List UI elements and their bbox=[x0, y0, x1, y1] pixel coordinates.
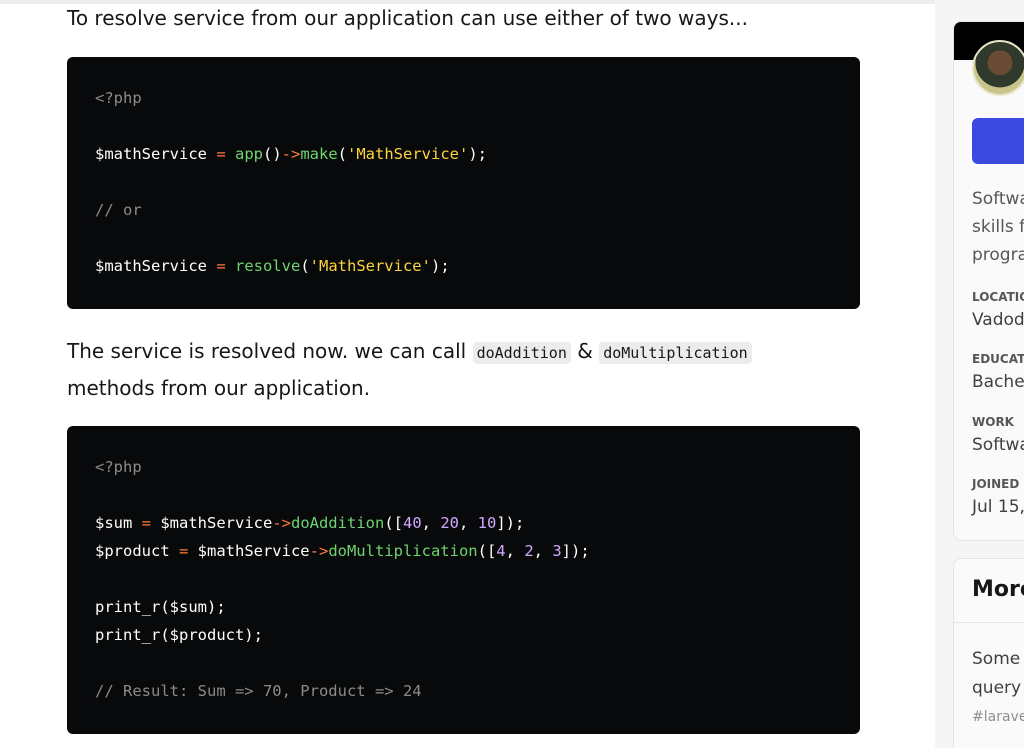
code-token: 10 bbox=[477, 514, 497, 532]
code-line: print_r($sum); bbox=[95, 593, 832, 621]
author-bio: Softwa skills fo progra bbox=[972, 189, 1024, 265]
code-token: 40 bbox=[402, 514, 422, 532]
code-line: $mathService = resolve('MathService'); bbox=[95, 252, 832, 280]
code-token: $mathService bbox=[95, 145, 207, 163]
code-token: print_r($product); bbox=[95, 626, 263, 644]
code-token: ); bbox=[430, 257, 450, 275]
code-line: <?php bbox=[95, 84, 832, 112]
code-token: // Result: Sum => 70, Product => 24 bbox=[95, 682, 422, 700]
code-token: ( bbox=[337, 145, 347, 163]
code-token: ]); bbox=[561, 542, 590, 560]
code-token: app bbox=[234, 145, 263, 163]
code-token: 20 bbox=[440, 514, 459, 532]
code-token: <?php bbox=[95, 458, 142, 476]
code-token: make bbox=[300, 145, 338, 163]
code-line: <?php bbox=[95, 453, 832, 481]
code-token: 'MathService' bbox=[309, 257, 431, 275]
code-token: $mathService bbox=[95, 257, 207, 275]
more-title: More bbox=[972, 577, 1024, 602]
code-token: = bbox=[206, 257, 235, 275]
follow-button[interactable] bbox=[972, 118, 1024, 164]
code-token: $product bbox=[95, 542, 170, 560]
avatar[interactable] bbox=[972, 40, 1024, 96]
code-token: , bbox=[459, 514, 478, 532]
code-token: 4 bbox=[496, 542, 506, 560]
code-token: ); bbox=[468, 145, 487, 163]
more-from-author-card: More Some query #larave bbox=[953, 558, 1024, 748]
code-token: ( bbox=[300, 257, 310, 275]
location-value: Vadod bbox=[972, 310, 1024, 330]
text: methods from our application. bbox=[67, 376, 371, 400]
code-token: = bbox=[169, 542, 198, 560]
inline-code: doAddition bbox=[472, 342, 571, 364]
code-token: <?php bbox=[95, 89, 142, 107]
sidebar: Softwa skills fo progra LOCATIO Vadod ED… bbox=[935, 0, 1024, 748]
code-token: $mathService bbox=[197, 542, 310, 560]
code-token: -> bbox=[309, 542, 329, 560]
code-line bbox=[95, 168, 832, 196]
code-line: print_r($product); bbox=[95, 621, 832, 649]
code-block: <?php$mathService = app()->make('MathSer… bbox=[67, 57, 860, 309]
joined-value: Jul 15, bbox=[972, 497, 1024, 517]
tag-link[interactable]: #larave bbox=[972, 709, 1024, 725]
code-token: , bbox=[533, 542, 553, 560]
code-token: -> bbox=[272, 514, 291, 532]
education-value: Bachel bbox=[972, 372, 1024, 392]
inline-code: doMultiplication bbox=[599, 342, 752, 364]
more-article-link[interactable]: Some query bbox=[972, 649, 1022, 698]
code-token: doAddition bbox=[290, 514, 385, 532]
code-token: doMultiplication bbox=[328, 542, 478, 560]
code-line: $mathService = app()->make('MathService'… bbox=[95, 140, 832, 168]
code-token: () bbox=[262, 145, 282, 163]
code-token: $sum bbox=[95, 514, 133, 532]
location-label: LOCATIO bbox=[972, 290, 1024, 304]
article-body: To resolve service from our application … bbox=[0, 0, 935, 734]
code-token: print_r($sum); bbox=[95, 598, 226, 616]
text: & bbox=[570, 339, 600, 363]
code-line: $sum = $mathService->doAddition([40, 20,… bbox=[95, 509, 832, 537]
divider bbox=[954, 622, 1024, 623]
code-token: = bbox=[206, 145, 235, 163]
code-token: -> bbox=[281, 145, 301, 163]
code-token: resolve bbox=[234, 257, 301, 275]
work-label: WORK bbox=[972, 415, 1014, 429]
code-token: ([ bbox=[384, 514, 403, 532]
code-token: 2 bbox=[524, 542, 534, 560]
code-token: = bbox=[132, 514, 161, 532]
code-line: $product = $mathService->doMultiplicatio… bbox=[95, 537, 832, 565]
code-token: ]); bbox=[496, 514, 525, 532]
code-token: 3 bbox=[552, 542, 562, 560]
code-line bbox=[95, 565, 832, 593]
code-line bbox=[95, 481, 832, 509]
code-token: , bbox=[421, 514, 441, 532]
education-label: EDUCAT bbox=[972, 352, 1024, 366]
code-token: , bbox=[505, 542, 525, 560]
joined-label: JOINED bbox=[972, 477, 1020, 491]
code-token: 'MathService' bbox=[347, 145, 469, 163]
code-token: ([ bbox=[477, 542, 497, 560]
code-line bbox=[95, 649, 832, 677]
author-card: Softwa skills fo progra LOCATIO Vadod ED… bbox=[953, 21, 1024, 541]
code-line bbox=[95, 112, 832, 140]
code-line: // or bbox=[95, 196, 832, 224]
code-line: // Result: Sum => 70, Product => 24 bbox=[95, 677, 832, 705]
work-value: Softwa bbox=[972, 435, 1024, 455]
code-line bbox=[95, 224, 832, 252]
code-token: $mathService bbox=[160, 514, 273, 532]
code-block: <?php$sum = $mathService->doAddition([40… bbox=[67, 426, 860, 734]
top-divider bbox=[0, 0, 935, 4]
text: The service is resolved now. we can call bbox=[67, 339, 473, 363]
code-token: // or bbox=[95, 201, 142, 219]
paragraph: To resolve service from our application … bbox=[67, 6, 748, 30]
paragraph: The service is resolved now. we can call… bbox=[67, 334, 867, 406]
